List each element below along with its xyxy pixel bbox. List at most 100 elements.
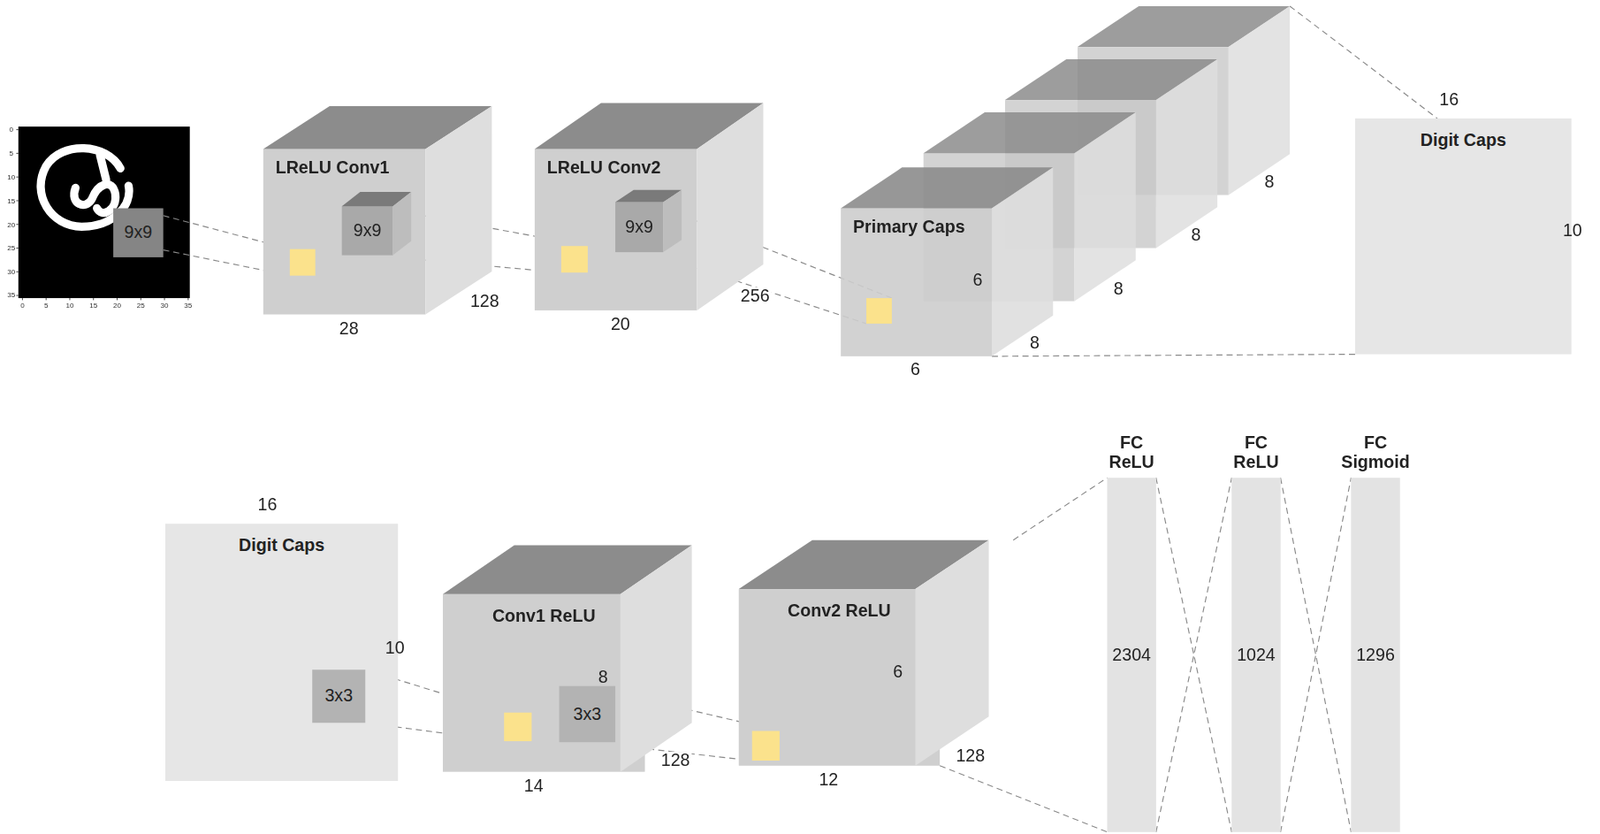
conv-layer-cube: 3x3 Conv1 ReLU	[442, 594, 646, 772]
axis-tick-label: 10	[65, 301, 74, 309]
kernel-patch: 3x3	[559, 685, 616, 742]
axis-tick-label: 0	[20, 301, 25, 309]
dimension-label: 16	[1439, 91, 1459, 109]
axis-tick-label: 30	[7, 267, 16, 275]
capsule-layer-cube: Primary Caps	[840, 207, 992, 356]
cube-side	[696, 103, 763, 311]
dimension-label: 128	[955, 746, 985, 764]
dimension-label: 10	[1562, 221, 1583, 240]
axis-tick	[164, 297, 166, 300]
axis-tick	[15, 199, 18, 201]
kernel-size: 3x3	[572, 703, 602, 724]
kernel-patch: 9x9	[113, 207, 164, 257]
layer-title: Digit Caps	[1355, 130, 1572, 152]
layer-title: Conv1 ReLU	[442, 606, 646, 627]
layer-heading: FC ReLU	[1233, 432, 1279, 473]
dimension-label: 8	[1113, 280, 1124, 298]
axis-tick	[15, 129, 18, 130]
digit-stroke	[74, 183, 116, 213]
projection-line	[1280, 477, 1352, 832]
capsule-cube-side	[1156, 59, 1218, 249]
dimension-label: 12	[818, 770, 839, 789]
axis-tick-label: 10	[7, 173, 16, 181]
unit-count: 2304	[1112, 644, 1151, 665]
receptive-field	[561, 245, 588, 273]
kernel-size: 3x3	[324, 685, 353, 707]
axis-tick	[92, 297, 94, 300]
cube-side	[620, 544, 693, 771]
axis-tick-label: 5	[44, 301, 49, 309]
axis-tick-label: 35	[7, 291, 16, 299]
kernel-size: 9x9	[624, 217, 654, 238]
axis-tick-label: 35	[183, 301, 192, 309]
axis-tick	[116, 297, 118, 300]
axis-tick	[15, 223, 18, 225]
kernel-patch: 3x3	[312, 669, 366, 723]
digit-caps-box: 3x3 Digit Caps	[165, 523, 398, 781]
axis-tick	[68, 297, 70, 300]
dimension-label: 128	[470, 292, 500, 311]
dimension-label: 8	[1264, 173, 1275, 191]
dimension-label: 6	[892, 662, 903, 681]
layer-title: Primary Caps	[853, 217, 966, 238]
kernel-patch: 9x9	[615, 202, 663, 253]
cube-side	[425, 106, 492, 314]
axis-tick-label: 0	[8, 126, 14, 134]
dimension-label: 256	[739, 287, 772, 305]
cube-side	[392, 191, 412, 256]
receptive-field	[752, 731, 780, 761]
unit-count: 1296	[1356, 644, 1395, 665]
dimension-label: 28	[339, 320, 359, 338]
dimension-label: 20	[610, 315, 631, 334]
dense-layer-bar: FC ReLU1024	[1231, 477, 1280, 832]
axis-tick	[15, 247, 18, 249]
digit-stroke	[99, 154, 107, 180]
layer-title: LReLU Conv2	[547, 158, 662, 179]
digit-caps-box: Digit Caps	[1355, 118, 1572, 355]
cube-side	[914, 540, 989, 766]
axis-tick	[15, 176, 18, 178]
axis-tick	[187, 297, 189, 300]
axis-tick-label: 15	[7, 197, 16, 205]
dimension-label: 16	[258, 495, 278, 513]
receptive-field	[503, 712, 532, 741]
dimension-label: 6	[972, 270, 983, 289]
axis-tick-label: 25	[137, 301, 145, 309]
axis-tick	[15, 295, 18, 297]
cube-side	[991, 167, 1053, 357]
input-image	[15, 126, 190, 300]
axis-ticks	[15, 129, 188, 301]
axis-tick-label: 5	[8, 149, 14, 157]
receptive-field	[866, 297, 892, 324]
axis-tick-label: 25	[7, 243, 16, 252]
kernel-patch: 9x9	[342, 205, 394, 255]
axis-tick-label: 30	[160, 301, 169, 309]
kernel-size: 9x9	[353, 220, 382, 242]
dimension-label: 14	[524, 777, 544, 795]
conv-layer-cube: 9x9 LReLU Conv2	[534, 149, 698, 311]
dimension-label: 128	[658, 751, 692, 770]
dense-layer-bar: FC ReLU2304	[1107, 477, 1157, 832]
layer-title: Digit Caps	[165, 535, 398, 557]
conv-layer-cube: 9x9 LReLU Conv1	[263, 149, 427, 315]
layer-title: LReLU Conv1	[275, 158, 390, 179]
axis-tick	[15, 152, 18, 154]
axis-tick-label: 20	[7, 220, 16, 229]
layer-heading: FC Sigmoid	[1340, 432, 1410, 473]
kernel-size: 9x9	[124, 222, 153, 244]
axis-tick	[15, 271, 18, 273]
dimension-label: 8	[1190, 226, 1201, 244]
axis-tick-label: 15	[89, 301, 98, 309]
capsule-cube-side	[1228, 6, 1290, 196]
unit-count: 1024	[1236, 644, 1276, 665]
dimension-label: 8	[1029, 334, 1040, 352]
dimension-label: 10	[385, 639, 405, 657]
dense-layer-bar: FC Sigmoid1296	[1350, 477, 1400, 832]
layer-title: Conv2 ReLU	[739, 601, 940, 622]
axis-tick	[22, 297, 23, 300]
conv-layer-cube: Conv2 ReLU	[739, 588, 940, 766]
cube-side	[662, 190, 682, 252]
axis-tick	[45, 297, 47, 300]
projection-line	[1156, 477, 1233, 832]
